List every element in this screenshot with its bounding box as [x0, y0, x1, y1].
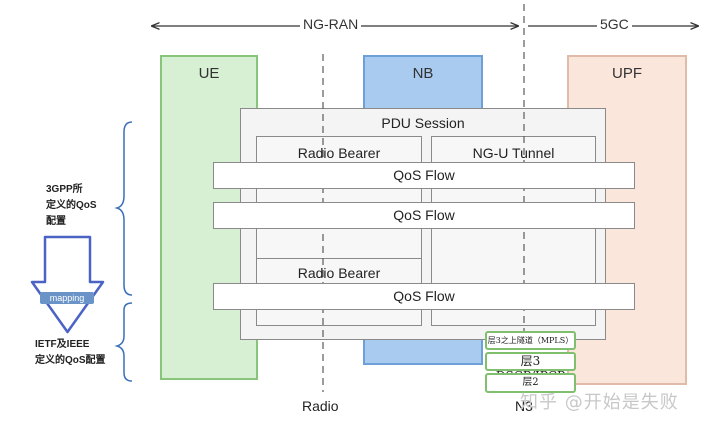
pdu-session-label: PDU Session [381, 115, 465, 131]
nb-label: NB [412, 65, 434, 82]
layer2-box: 层2 [485, 373, 576, 393]
upf-label: UPF [612, 65, 642, 82]
qos-flow-2: QoS Flow [213, 202, 635, 229]
ng-u-tunnel-label: NG-U Tunnel [472, 145, 555, 161]
ngran-label: NG-RAN [300, 16, 362, 32]
layer3-tunnel-box: 层3之上隧道（MPLS） [485, 331, 576, 350]
mapping-label: mapping [40, 292, 94, 304]
radio-interface-label: Radio [302, 398, 339, 414]
fivegc-label: 5GC [597, 16, 632, 32]
radio-bearer-top-label: Radio Bearer [297, 145, 381, 161]
3gpp-qos-annotation: 3GPP所 定义的QoS 配置 [46, 184, 97, 227]
bottom-brace [114, 302, 133, 382]
watermark: 知乎 @开始是失败 [520, 392, 679, 413]
radio-bearer-bottom-label: Radio Bearer [297, 265, 381, 281]
layer3-dscp-box: 层3 DSCP/IPCP [485, 352, 576, 383]
top-brace [114, 121, 133, 296]
n3-interface-label: N3 [515, 398, 533, 414]
mapping-arrow [30, 235, 105, 334]
ue-label: UE [198, 65, 220, 82]
qos-flow-3: QoS Flow [213, 283, 635, 310]
qos-flow-1: QoS Flow [213, 162, 635, 189]
ietf-ieee-qos-annotation: IETF及IEEE 定义的QoS配置 [35, 339, 106, 366]
